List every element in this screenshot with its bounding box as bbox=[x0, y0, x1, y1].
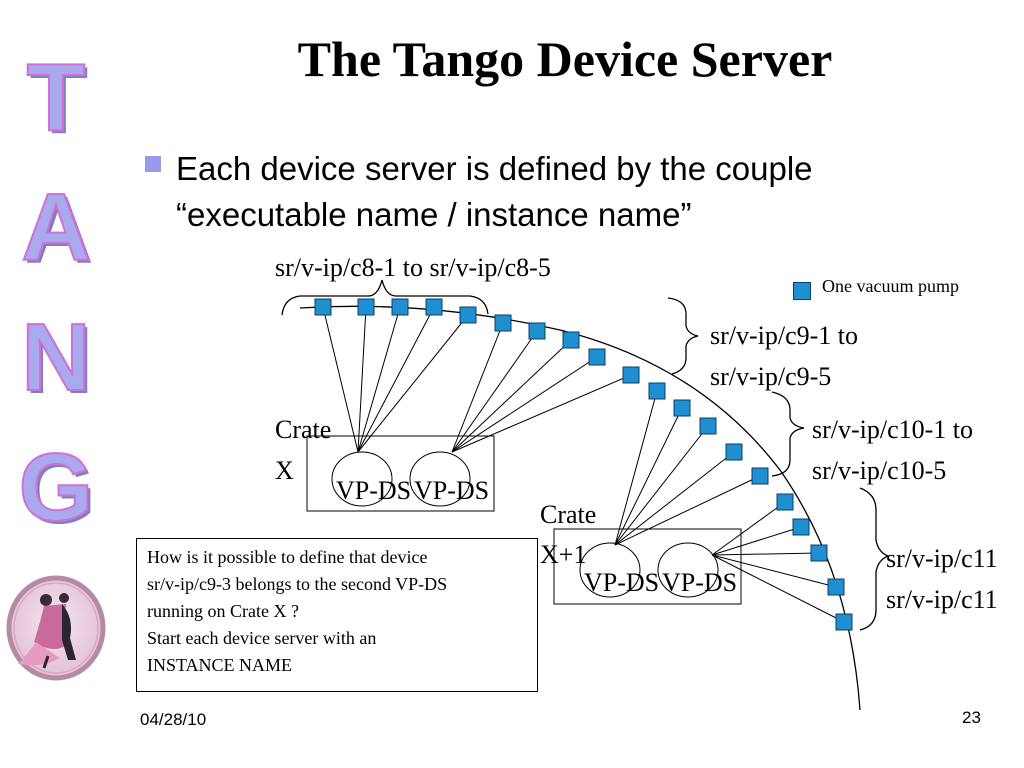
links-vpds1 bbox=[322, 306, 469, 453]
vpds-label-3: VP-DS bbox=[584, 568, 660, 597]
pump-c11-5 bbox=[835, 613, 853, 631]
bullet-square-icon bbox=[145, 156, 161, 172]
pump-c11-3 bbox=[810, 544, 828, 562]
legend-pump-swatch bbox=[793, 282, 811, 300]
pump-c8-4 bbox=[425, 298, 443, 316]
pump-c10-5 bbox=[751, 467, 769, 485]
pump-c8-5 bbox=[459, 306, 477, 324]
links-vpds3 bbox=[614, 390, 761, 546]
pump-group bbox=[314, 298, 853, 631]
brace-c8 bbox=[281, 279, 489, 316]
pump-c11-1 bbox=[776, 493, 794, 511]
pump-c9-3 bbox=[562, 331, 580, 349]
crate-x-label-1: Crate bbox=[275, 415, 332, 444]
note-line-3: running on Crate X ? bbox=[147, 601, 299, 621]
pump-c10-3 bbox=[699, 417, 717, 435]
legend-label: One vacuum pump bbox=[822, 276, 959, 296]
sidebar-letter-g: G bbox=[18, 434, 95, 541]
group-c10-label-2: sr/v-ip/c10-5 bbox=[812, 456, 947, 485]
pump-c9-5 bbox=[622, 366, 640, 384]
links-vpds4 bbox=[711, 501, 845, 623]
crate-x1-label-2: X+1 bbox=[540, 540, 587, 569]
links-vpds2 bbox=[451, 322, 632, 453]
bullet-line-1: Each device server is defined by the cou… bbox=[176, 150, 813, 187]
sidebar-letter-n: N bbox=[20, 304, 91, 411]
vpds-label-1: VP-DS bbox=[336, 476, 412, 505]
bullet-text: Each device server is defined by the cou… bbox=[176, 146, 996, 238]
pump-c10-1 bbox=[648, 382, 666, 400]
note-box: How is it possible to define that device… bbox=[136, 538, 538, 692]
pump-c9-1 bbox=[494, 314, 512, 332]
slide-title: The Tango Device Server bbox=[297, 31, 833, 87]
crate-x-label-2: X bbox=[275, 456, 294, 485]
group-c10-label-1: sr/v-ip/c10-1 to bbox=[812, 415, 974, 444]
note-line-2: sr/v-ip/c9-3 belongs to the second VP-DS bbox=[147, 574, 448, 594]
crate-x1-label-1: Crate bbox=[540, 500, 597, 529]
vpds-label-4: VP-DS bbox=[662, 568, 738, 597]
pump-c10-2 bbox=[673, 399, 691, 417]
pump-c11-2 bbox=[792, 518, 810, 536]
pump-c8-3 bbox=[391, 298, 409, 316]
vpds-label-2: VP-DS bbox=[414, 476, 490, 505]
crate-x-box bbox=[306, 435, 495, 512]
pump-c9-4 bbox=[588, 348, 606, 366]
group-c11-label-2: sr/v-ip/c11 bbox=[886, 585, 998, 614]
tango-dancers-logo bbox=[6, 575, 106, 681]
pump-c8-2 bbox=[357, 298, 375, 316]
brace-c11 bbox=[859, 487, 890, 631]
group-c9-label-1: sr/v-ip/c9-1 to bbox=[710, 321, 859, 350]
pump-c8-1 bbox=[314, 298, 332, 316]
note-line-1: How is it possible to define that device bbox=[147, 547, 428, 567]
vpds-ellipse-1 bbox=[331, 451, 393, 507]
vpds-ellipse-2 bbox=[409, 451, 471, 507]
pump-c11-4 bbox=[827, 578, 845, 596]
page-number: 23 bbox=[962, 708, 981, 727]
group-c11-label-1: sr/v-ip/c11 bbox=[886, 544, 998, 573]
note-line-5: INSTANCE NAME bbox=[147, 655, 293, 675]
brace-c9 bbox=[667, 297, 699, 375]
group-c8-label: sr/v-ip/c8-1 to sr/v-ip/c8-5 bbox=[275, 253, 551, 282]
sidebar-letter-a: A bbox=[20, 174, 91, 281]
vpds-ellipse-4 bbox=[657, 542, 719, 598]
vpds-ellipse-3 bbox=[579, 542, 641, 598]
footer-date: 04/28/10 bbox=[140, 710, 207, 729]
sidebar-letter-t: T bbox=[26, 44, 87, 151]
pump-c9-2 bbox=[528, 322, 546, 340]
group-c9-label-2: sr/v-ip/c9-5 bbox=[710, 362, 832, 391]
pump-c10-4 bbox=[725, 443, 743, 461]
bullet-line-2: “executable name / instance name” bbox=[176, 196, 692, 233]
note-line-4: Start each device server with an bbox=[147, 628, 377, 648]
brace-c10 bbox=[771, 391, 805, 477]
